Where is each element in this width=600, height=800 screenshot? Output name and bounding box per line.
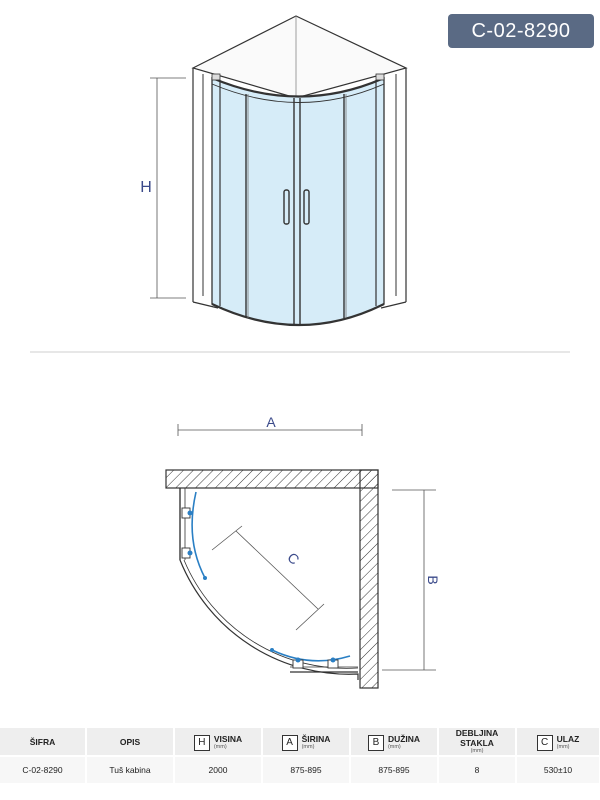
cell-ulaz: 530±10	[516, 755, 600, 783]
cell-sifra: C-02-8290	[0, 755, 87, 783]
header-duzina: B DUŽINA(mm)	[350, 728, 439, 756]
label-c: C	[284, 549, 302, 568]
header-ulaz: C ULAZ(mm)	[516, 728, 600, 756]
cell-debljina: 8	[438, 755, 517, 783]
header-debljina: DEBLJINA STAKLA (mm)	[438, 728, 517, 756]
right-door-handle	[303, 189, 310, 225]
specification-table: ŠIFRA OPIS H VISINA(mm) A ŠIRINA(mm) B D…	[0, 728, 600, 783]
cell-visina: 2000	[174, 755, 263, 783]
header-visina: H VISINA(mm)	[174, 728, 263, 756]
header-opis: OPIS	[86, 728, 175, 756]
left-sliding-door	[191, 491, 206, 579]
top-wall	[165, 469, 379, 489]
header-sifra: ŠIFRA	[0, 728, 87, 756]
plan-view: A C B	[165, 414, 441, 689]
letter-box-h: H	[193, 734, 210, 751]
left-door-handle	[283, 189, 290, 225]
header-sirina: A ŠIRINA(mm)	[262, 728, 351, 756]
letter-box-a: A	[281, 734, 298, 751]
right-wall	[359, 469, 379, 689]
letter-box-b: B	[367, 734, 384, 751]
perspective-view	[191, 15, 408, 327]
technical-drawing: H A C	[30, 15, 570, 689]
product-code-badge: C-02-8290	[448, 14, 594, 48]
cell-opis: Tuš kabina	[86, 755, 175, 783]
cell-duzina: 875-895	[350, 755, 439, 783]
height-dimension: H	[140, 77, 186, 299]
label-a: A	[266, 414, 276, 430]
right-sliding-door	[271, 649, 351, 662]
table-header-row: ŠIFRA OPIS H VISINA(mm) A ŠIRINA(mm) B D…	[0, 728, 600, 756]
cell-sirina: 875-895	[262, 755, 351, 783]
table-row: C-02-8290 Tuš kabina 2000 875-895 875-89…	[0, 755, 600, 783]
letter-box-c: C	[536, 734, 553, 751]
label-h: H	[140, 179, 152, 196]
label-b: B	[425, 575, 441, 584]
